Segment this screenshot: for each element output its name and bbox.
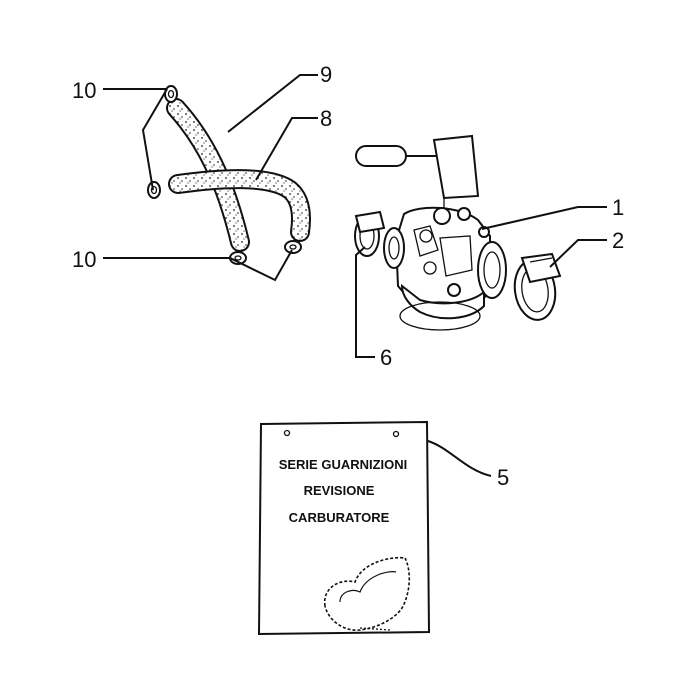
callout-9: 9 (320, 62, 332, 87)
carburetor (355, 134, 507, 331)
callout-1: 1 (612, 195, 624, 220)
callout-10-bottom: 10 (72, 247, 96, 272)
hose-clamp-2 (513, 252, 562, 321)
leader-lines (103, 74, 607, 477)
callout-6: 6 (380, 345, 392, 370)
hose-clamp-6 (354, 210, 386, 257)
callout-10-top: 10 (72, 78, 96, 103)
gasket-kit-package (257, 420, 431, 636)
gasket-kit-line3: CARBURATORE (289, 510, 390, 525)
hose-clip-middle (147, 181, 161, 199)
fuel-hose-8 (168, 169, 311, 242)
callout-2: 2 (612, 228, 624, 253)
hose-clip-bottom-right (284, 240, 302, 254)
fuel-hose-9 (166, 98, 250, 252)
callout-5: 5 (497, 465, 509, 490)
gasket-kit-line1: SERIE GUARNIZIONI (279, 457, 408, 472)
callout-8: 8 (320, 106, 332, 131)
gasket-kit-line2: REVISIONE (304, 483, 375, 498)
